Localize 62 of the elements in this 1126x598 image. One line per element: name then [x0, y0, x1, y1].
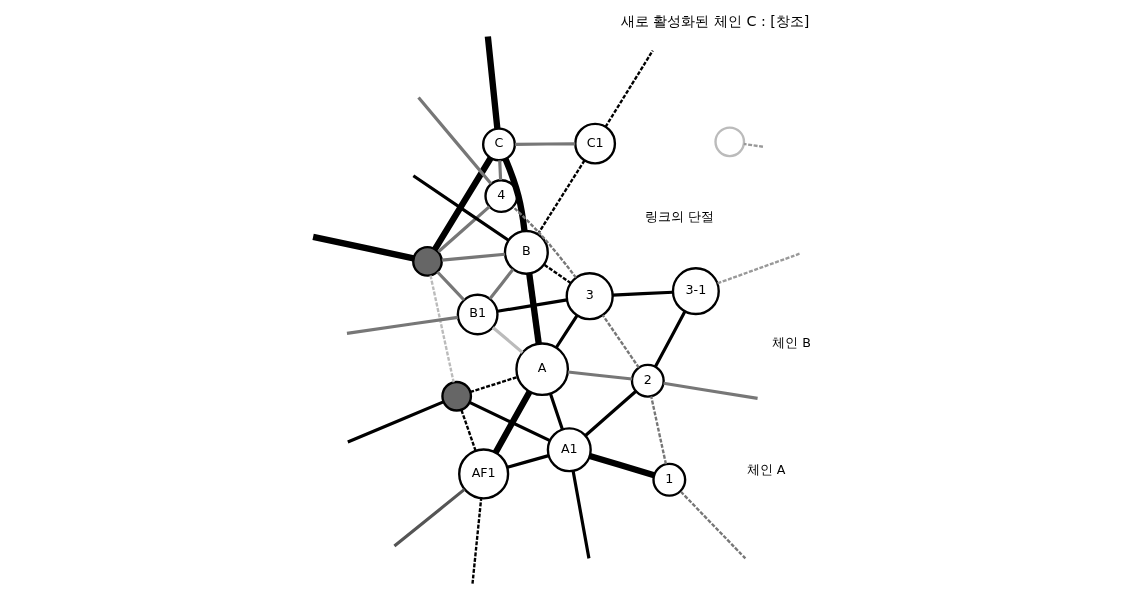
connector: [716, 252, 800, 285]
node-circle: A1: [546, 427, 592, 473]
node-circle: 3-1: [671, 267, 720, 316]
connector: [497, 160, 502, 181]
connector: [435, 270, 465, 302]
node-circle: C1: [573, 122, 616, 165]
connector: [601, 314, 640, 369]
connector: [567, 370, 632, 381]
connector: [571, 470, 590, 559]
connector: [311, 233, 414, 262]
node-circle: 2: [630, 363, 665, 398]
connector: [511, 206, 577, 279]
connector: [428, 275, 455, 383]
connector: [743, 142, 763, 148]
node-circle: [440, 380, 472, 412]
connector: [506, 454, 549, 469]
connector: [412, 174, 509, 242]
connector: [536, 159, 585, 235]
connector: [679, 490, 746, 560]
connector: [584, 390, 637, 437]
connector: [502, 157, 528, 232]
connector: [346, 400, 444, 444]
connector: [542, 263, 571, 285]
node-circle: C: [481, 127, 516, 162]
connector: [653, 310, 686, 368]
connector: [416, 96, 492, 185]
connector: [459, 409, 477, 451]
connector: [491, 326, 523, 354]
node-circle: 1: [651, 462, 686, 497]
connector: [436, 205, 490, 253]
label: 체인 A: [746, 462, 786, 478]
connector: [548, 393, 564, 430]
label: 체인 B: [771, 335, 811, 351]
node-circle: B: [503, 229, 549, 275]
connector: [431, 156, 493, 251]
connector: [346, 315, 458, 335]
connector: [649, 396, 667, 465]
node-circle: AF1: [457, 448, 509, 500]
connector: [604, 49, 654, 128]
label: 링크의 단절: [644, 208, 714, 224]
connector: [392, 488, 465, 548]
connector: [496, 298, 567, 313]
connector: [525, 273, 542, 344]
connector: [554, 314, 578, 349]
connector: [468, 401, 551, 443]
node-circle: [411, 245, 443, 277]
node-circle: 3: [565, 272, 614, 321]
node-circle: [713, 126, 745, 158]
connector: [488, 268, 514, 300]
connector: [588, 452, 655, 479]
node-circle: B1: [456, 293, 499, 336]
connector: [484, 36, 500, 129]
connector: [612, 290, 673, 297]
connector: [492, 390, 532, 454]
diagram-title: 새로 활성화된 체인 C : [창조]: [620, 12, 809, 29]
node-circle: 4: [483, 179, 518, 214]
connector: [470, 498, 482, 584]
connector: [441, 252, 505, 262]
node-circle: A: [514, 342, 569, 397]
connector: [662, 381, 758, 400]
connector: [469, 375, 518, 394]
connector: [514, 142, 575, 146]
